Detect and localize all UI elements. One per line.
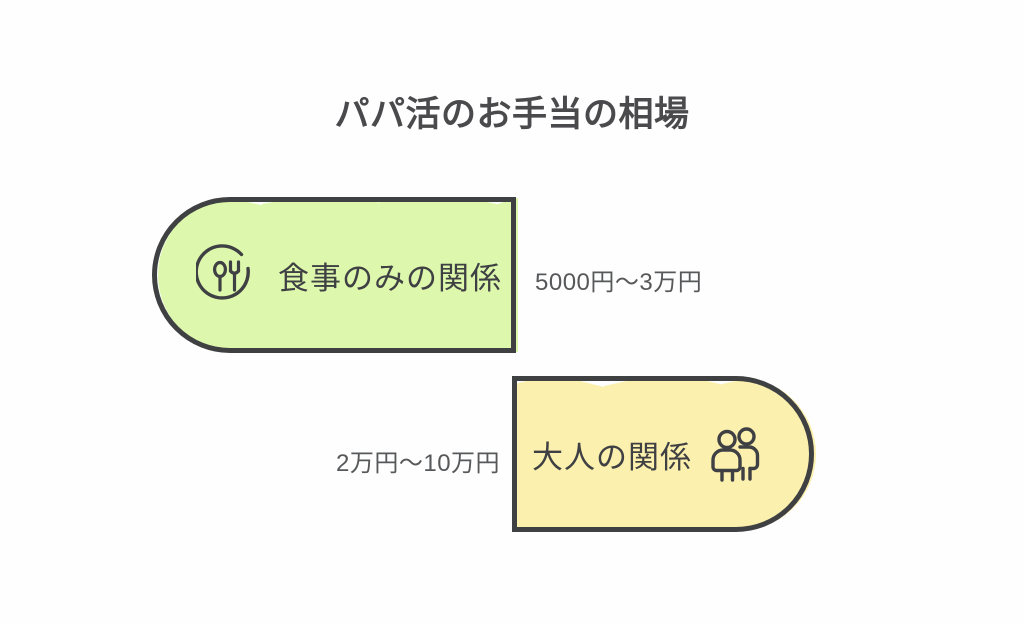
adult-relationship-content: 大人の関係 — [512, 376, 834, 532]
couple-icon — [710, 425, 766, 483]
meal-only-pill — [152, 197, 516, 353]
meal-only-price: 5000円〜3万円 — [535, 269, 703, 296]
cutlery-circle-icon — [196, 244, 258, 306]
meal-only-label: 食事のみの関係 — [278, 260, 502, 296]
adult-relationship-price: 2万円〜10万円 — [336, 450, 501, 477]
adult-relationship-label: 大人の関係 — [532, 439, 692, 475]
adult-relationship-pill — [512, 376, 814, 532]
meal-only-content: 食事のみの関係 — [152, 197, 560, 353]
page-title: パパ活のお手当の相場 — [334, 95, 690, 134]
